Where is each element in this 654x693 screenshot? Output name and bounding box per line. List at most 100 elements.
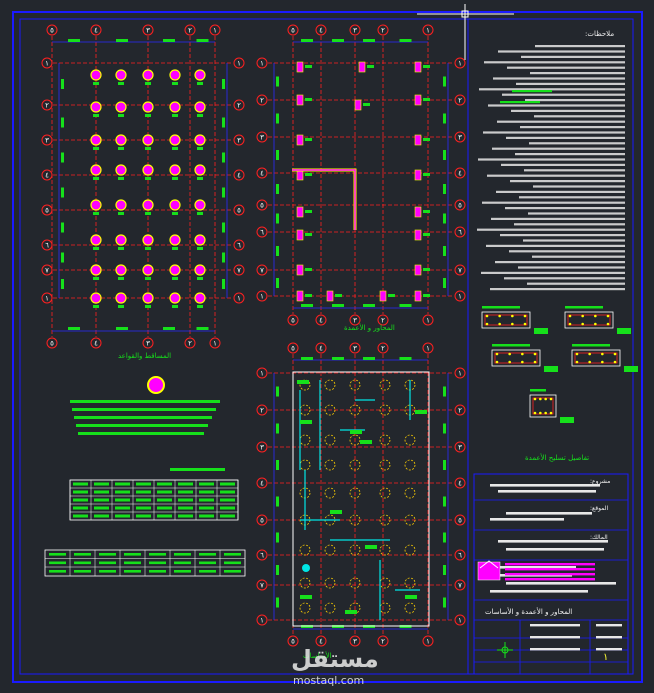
table-cell-text [174, 570, 191, 573]
dimension-text [301, 304, 313, 307]
table-cell-text [220, 490, 235, 494]
footing-column-circle [115, 199, 127, 211]
column-section [571, 349, 621, 367]
table-cell-text [220, 514, 235, 518]
footing-column-circle [194, 134, 206, 146]
table-title [170, 468, 225, 471]
grid-bubble-label: ٣ [353, 317, 357, 325]
grid-bubble-label: ٦ [458, 552, 462, 560]
footing-label [93, 277, 99, 280]
pile-circle [324, 404, 336, 416]
table-cell-text [199, 561, 216, 565]
grid-bubble [454, 614, 466, 626]
table-cell-text [199, 498, 214, 502]
column-label [305, 268, 312, 271]
grid-bubble-label: ٥ [458, 202, 462, 210]
column-label [388, 294, 395, 297]
rebar-dot [568, 322, 572, 326]
section-label [530, 389, 546, 392]
note-line [530, 72, 625, 75]
table-cell-text [74, 561, 91, 565]
grid-bubble [256, 199, 268, 211]
grid-bubble [349, 342, 361, 354]
grid-bubble-label: ٢ [260, 407, 264, 415]
pile-circle [379, 577, 391, 589]
grid-bubble-label: ٤ [458, 480, 462, 488]
grid-bubble [454, 131, 466, 143]
dimension-text [276, 113, 279, 124]
footing-column-circle [142, 69, 154, 81]
grid-bubble [233, 169, 245, 181]
footing-label [197, 277, 203, 280]
grid-bubble-label: ١ [260, 60, 264, 68]
grid-bubble [315, 314, 327, 326]
footing-column-circle [169, 292, 181, 304]
company-name-text [505, 573, 595, 576]
table-cell-text [199, 514, 214, 518]
dimension-text [222, 187, 225, 198]
legend-note-line [76, 424, 208, 427]
sheet-number: ١ [603, 652, 609, 663]
note-line [524, 169, 625, 172]
stirrup [574, 352, 618, 364]
dimension-text [443, 213, 446, 224]
pile-circle [299, 577, 311, 589]
table-cell-text [124, 570, 141, 573]
note-line [504, 277, 625, 280]
watermark-url: mostaql.com [293, 674, 365, 687]
note-line [525, 99, 625, 102]
footing-column-circle [169, 101, 181, 113]
dimension-text [399, 39, 412, 42]
column-rect [414, 206, 422, 218]
footing-label [197, 82, 203, 85]
title-block-text [596, 624, 622, 627]
grid-bubble-label: ٢ [458, 97, 462, 105]
column-rect [296, 290, 304, 302]
rebar-dot [581, 322, 584, 326]
grid-bubble [256, 614, 268, 626]
grid-bubble-label: ١ [260, 617, 264, 625]
table-cell-text [99, 570, 116, 573]
column-section [564, 311, 614, 329]
legend-note-line [72, 408, 216, 411]
grid-bubble [422, 314, 434, 326]
note-line [501, 163, 625, 166]
grid-bubble-label: ٤ [45, 172, 49, 180]
grid-bubble [287, 314, 299, 326]
note-line [498, 50, 625, 53]
dimension-text [443, 496, 446, 507]
pile-circle [379, 514, 391, 526]
dimension-text [276, 532, 279, 543]
dimension-text [163, 327, 175, 330]
title-block-text [490, 590, 588, 593]
column-rect [326, 290, 334, 302]
pile-circle [379, 459, 391, 471]
footing-label [197, 212, 203, 215]
column-rect [296, 94, 304, 106]
rebar-dot [511, 322, 514, 326]
rebar-dot [588, 360, 591, 364]
section-label [572, 344, 610, 347]
footing-column-circle [194, 101, 206, 113]
grid-bubble [233, 264, 245, 276]
title-column-details: تفاصيل تسليح الأعمدة [525, 454, 590, 462]
table-cell-text [178, 490, 193, 494]
grid-bubble [256, 290, 268, 302]
note-line [497, 120, 625, 123]
crosshair-cursor-icon [417, 4, 514, 60]
table-cell-text [224, 553, 241, 556]
footing-column-circle [194, 264, 206, 276]
title-block-text [506, 582, 616, 585]
note-highlight [500, 101, 540, 104]
grid-bubble-label: ٤ [94, 340, 98, 348]
note-line [519, 196, 625, 199]
footing-column-circle [169, 199, 181, 211]
dimension-text [443, 278, 446, 288]
table-cell-text [178, 498, 193, 502]
note-line [527, 282, 625, 285]
grid-bubble [287, 635, 299, 647]
footing-label [145, 212, 151, 215]
footing-label [197, 305, 203, 308]
footing-column-circle [90, 234, 102, 246]
column-label [423, 98, 430, 101]
